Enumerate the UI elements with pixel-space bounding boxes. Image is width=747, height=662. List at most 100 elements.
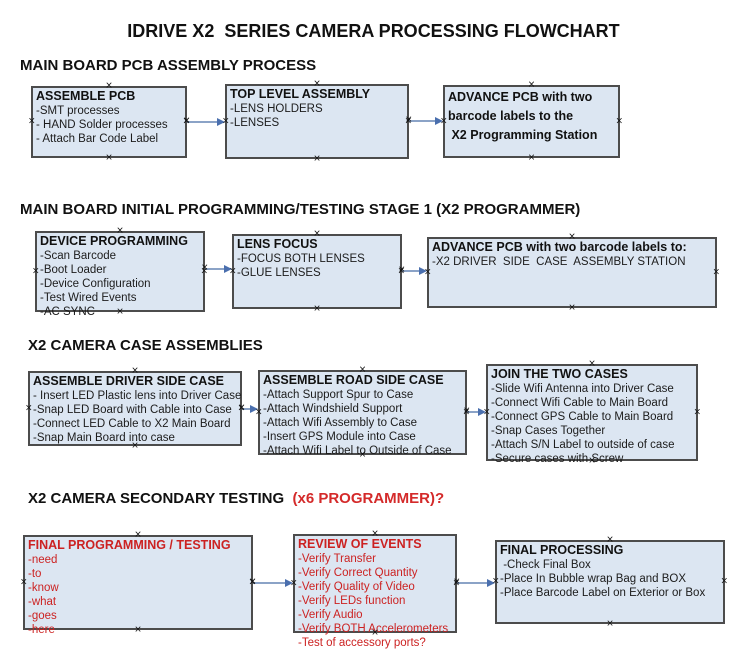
flow-arrow: ×	[238, 404, 258, 413]
section-heading: X2 CAMERA SECONDARY TESTING (x6 PROGRAMM…	[28, 490, 444, 507]
flow-arrow: ×	[183, 117, 225, 126]
connection-handle-icon: ×	[290, 578, 298, 588]
box-line: -Insert GPS Module into Case	[263, 431, 416, 443]
box-line: -to	[28, 568, 42, 580]
flow-box: ADVANCE PCB with two barcode labels to: -…	[424, 233, 720, 313]
connection-handle-icon: ×	[182, 116, 190, 127]
box-line: -need	[28, 554, 58, 566]
box-line: -Attach Support Spur to Case	[263, 389, 414, 401]
section-heading: MAIN BOARD PCB ASSEMBLY PROCESS	[20, 57, 316, 74]
connection-handle-icon: ×	[568, 232, 576, 242]
box-line: -Place Barcode Label on Exterior or Box	[500, 587, 706, 599]
connection-handle-icon: ×	[440, 116, 448, 126]
connection-handle-icon: ×	[712, 267, 720, 277]
connection-handle-icon: ×	[371, 628, 379, 638]
box-line: -Connect LED Cable to X2 Main Board	[33, 418, 231, 430]
connection-handle-icon: ×	[606, 535, 614, 545]
flow-box: JOIN THE TWO CASES-Slide Wifi Antenna in…	[483, 360, 701, 466]
arrowhead-icon	[250, 405, 258, 413]
box-line: -Connect Wifi Cable to Main Board	[491, 397, 669, 409]
connection-handle-icon: ×	[358, 450, 367, 460]
arrowhead-icon	[487, 579, 495, 587]
connection-handle-icon: ×	[313, 304, 321, 314]
box-line: -Verify Quality of Video	[298, 581, 415, 593]
box-title: REVIEW OF EVENTS	[298, 537, 422, 551]
box-line: -here	[28, 624, 55, 636]
box-line: -Check Final Box	[500, 559, 591, 571]
box-title: ASSEMBLE ROAD SIDE CASE	[263, 373, 444, 387]
section-heading-text: MAIN BOARD PCB ASSEMBLY PROCESS	[20, 57, 317, 74]
arrowhead-icon	[224, 265, 232, 273]
connection-handle-icon: ×	[588, 456, 596, 466]
connection-handle-icon: ×	[404, 116, 412, 126]
connection-handle-icon: ×	[453, 577, 461, 587]
connection-handle-icon: ×	[131, 366, 139, 376]
connection-handle-icon: ×	[693, 407, 701, 417]
connection-handle-icon: ×	[313, 229, 321, 239]
section-heading: X2 CAMERA CASE ASSEMBLIES	[28, 337, 263, 354]
connection-handle-icon: ×	[397, 266, 405, 276]
connection-handle-icon: ×	[313, 154, 321, 164]
connection-handle-icon: ×	[462, 407, 470, 417]
arrowhead-icon	[419, 267, 427, 275]
box-line: -X2 DRIVER SIDE CASE ASSEMBLY STATION	[432, 256, 686, 268]
box-line: -Test Wired Events	[40, 292, 137, 304]
connection-handle-icon: ×	[588, 359, 596, 369]
box-line: -Attach Wifi Label to Outside of Case	[263, 445, 452, 457]
box-line: -Verify Correct Quantity	[298, 567, 418, 579]
flow-arrow: ×	[453, 578, 495, 587]
box-title: ASSEMBLE PCB	[36, 89, 136, 103]
flow-box: ASSEMBLE DRIVER SIDE CASE- Insert LED Pl…	[25, 367, 245, 451]
connection-handle-icon: ×	[131, 441, 139, 451]
connection-handle-icon: ×	[615, 116, 623, 126]
flow-arrow: ×	[405, 116, 443, 125]
connection-handle-icon: ×	[398, 265, 406, 275]
connection-handle-icon: ×	[105, 81, 113, 91]
box-title: barcode labels to the	[448, 109, 574, 123]
flow-arrow: ×	[398, 266, 427, 275]
connection-handle-icon: ×	[238, 403, 246, 413]
box-line: -Device Configuration	[40, 278, 151, 290]
box-line: -AC SYNC	[40, 306, 95, 318]
box-title: JOIN THE TWO CASES	[491, 367, 628, 381]
connection-handle-icon: ×	[25, 403, 33, 413]
connection-handle-icon: ×	[20, 577, 28, 587]
connection-handle-icon: ×	[424, 267, 432, 277]
box-title: LENS FOCUS	[237, 237, 318, 251]
box-title: ADVANCE PCB with two barcode labels to:	[432, 240, 687, 254]
page-title: IDRIVE X2 SERIES CAMERA PROCESSING FLOWC…	[127, 21, 620, 41]
connection-handle-icon: ×	[248, 577, 256, 587]
arrowhead-icon	[435, 117, 443, 125]
box-line: -Test of accessory ports?	[298, 637, 426, 649]
section-heading-text: MAIN BOARD INITIAL PROGRAMMING/TESTING S…	[20, 201, 581, 218]
flow-box: TOP LEVEL ASSEMBLY-LENS HOLDERS-LENSES××…	[222, 80, 412, 164]
box-line: - Insert LED Plastic lens into Driver Ca…	[33, 390, 242, 402]
box-line: -Scan Barcode	[40, 250, 117, 262]
box-line: -Verify Transfer	[298, 553, 376, 565]
connection-handle-icon: ×	[492, 576, 500, 587]
box-line: -SMT processes	[36, 105, 120, 117]
flow-box: LENS FOCUS-FOCUS BOTH LENSES-GLUE LENSES…	[229, 230, 405, 314]
section-heading-red-text: (x6 PROGRAMMER)?	[288, 490, 445, 507]
flow-box: FINAL PROGRAMMING / TESTING-need-to-know…	[20, 531, 256, 637]
connection-handle-icon: ×	[28, 116, 36, 127]
connection-handle-icon: ×	[527, 153, 536, 163]
box-line: -Place In Bubble wrap Bag and BOX	[500, 573, 687, 585]
connection-handle-icon: ×	[201, 263, 209, 273]
connection-handle-icon: ×	[313, 79, 321, 89]
connection-handle-icon: ×	[371, 529, 379, 539]
box-line: -Verify LEDs function	[298, 595, 406, 607]
connection-handle-icon: ×	[463, 406, 471, 416]
connection-handle-icon: ×	[134, 530, 142, 540]
connection-handle-icon: ×	[200, 266, 208, 276]
connection-handle-icon: ×	[720, 576, 728, 587]
connection-handle-icon: ×	[358, 365, 367, 375]
section-heading-text: X2 CAMERA CASE ASSEMBLIES	[28, 337, 263, 354]
box-line: -Snap Cases Together	[491, 425, 606, 437]
section-heading: MAIN BOARD INITIAL PROGRAMMING/TESTING S…	[20, 201, 580, 218]
connection-handle-icon: ×	[249, 577, 257, 587]
connection-handle-icon: ×	[527, 80, 536, 90]
flow-arrow: ×	[201, 264, 232, 273]
connection-handle-icon: ×	[452, 578, 460, 588]
